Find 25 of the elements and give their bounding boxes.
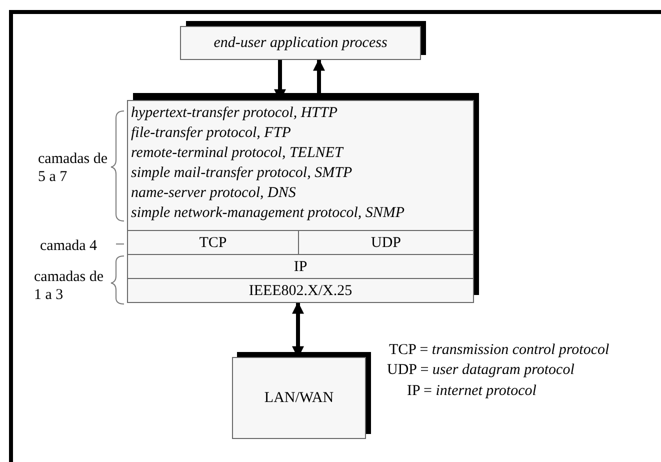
layer-cell bbox=[298, 230, 474, 255]
node-text: IP bbox=[294, 258, 308, 276]
node-text: file-transfer protocol, FTP bbox=[131, 124, 291, 143]
node-text: hypertext-transfer protocol, HTTP bbox=[131, 104, 338, 123]
node-text: simple mail-transfer protocol, SMTP bbox=[131, 164, 352, 183]
legend-text: TCP = transmission control protocol bbox=[389, 341, 610, 359]
process-box bbox=[180, 26, 421, 60]
layer-label: camadas de 1 a 3 bbox=[34, 268, 104, 304]
network-box bbox=[232, 357, 366, 439]
layer-cell bbox=[127, 278, 474, 303]
legend-text: IP = internet protocol bbox=[407, 382, 536, 400]
layer-label: camada 4 bbox=[40, 237, 98, 255]
legend-text: UDP = user datagram protocol bbox=[387, 361, 574, 379]
node-text: simple network-management protocol, SNMP bbox=[131, 204, 405, 223]
layer-cell bbox=[127, 254, 474, 279]
node-text: remote-terminal protocol, TELNET bbox=[131, 144, 343, 163]
node-text: end-user application process bbox=[214, 34, 388, 53]
node-text: IEEE802.X/X.25 bbox=[248, 282, 352, 300]
node-text: LAN/WAN bbox=[264, 389, 334, 408]
layer-cell bbox=[127, 230, 299, 255]
protocol-layer-box bbox=[127, 100, 474, 231]
node-text: TCP bbox=[199, 234, 227, 252]
node-text: UDP bbox=[370, 234, 401, 252]
layer-label: camadas de 5 a 7 bbox=[38, 150, 108, 186]
node-text: name-server protocol, DNS bbox=[131, 184, 296, 203]
